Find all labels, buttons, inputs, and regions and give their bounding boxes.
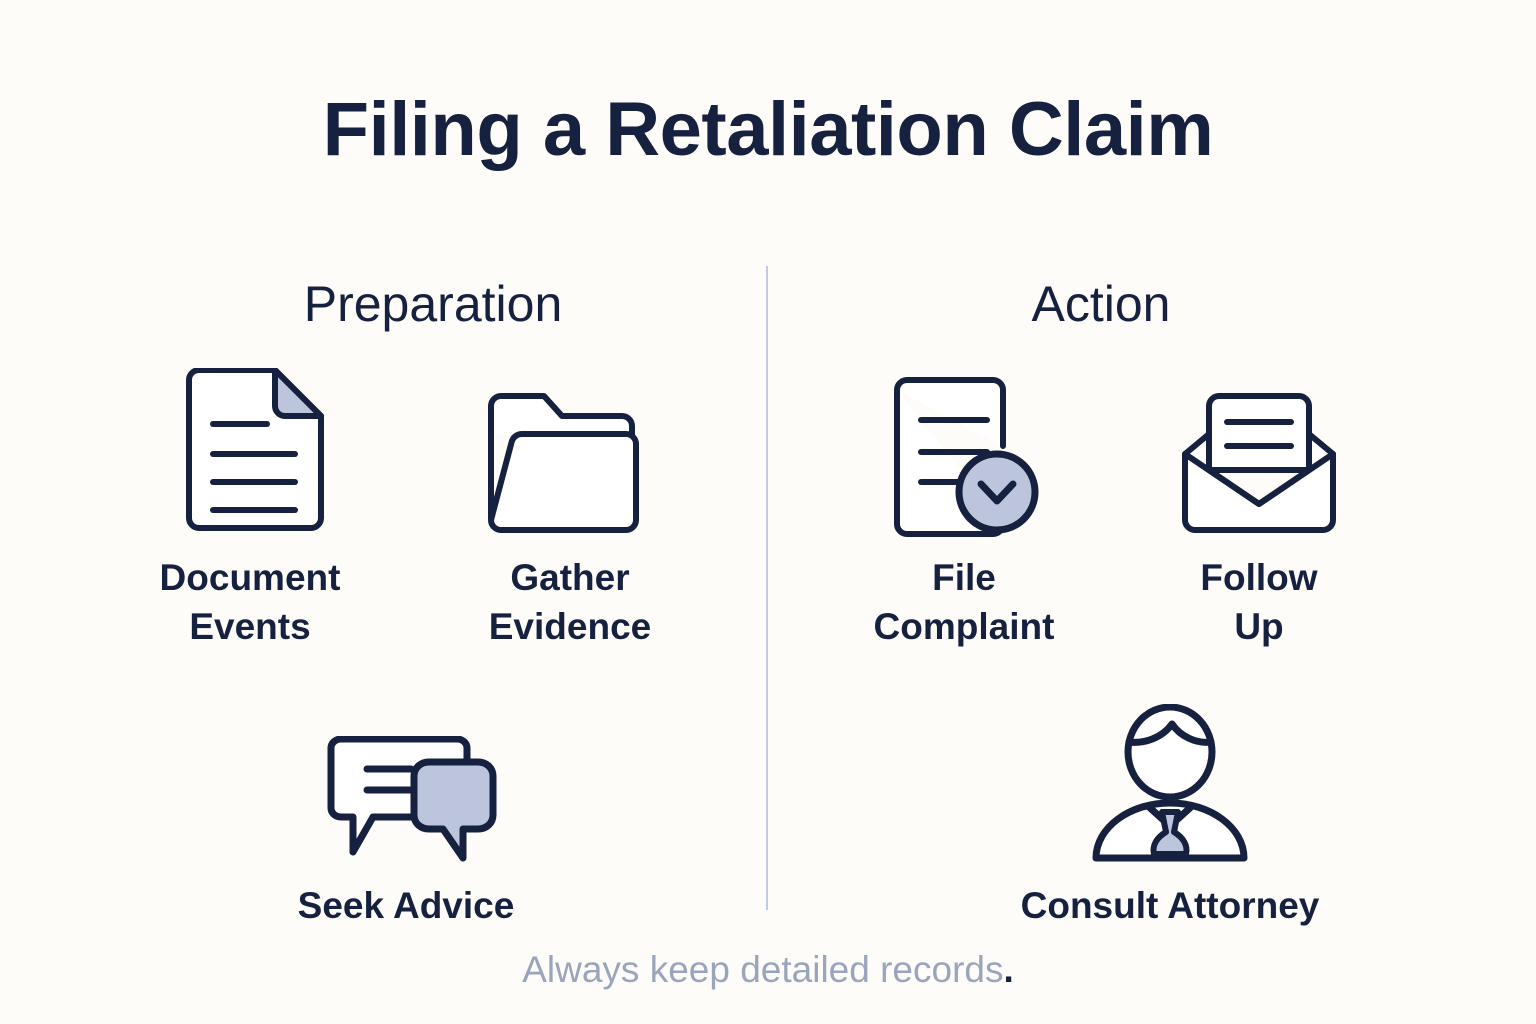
item-document-events[interactable]: Document Events — [110, 368, 390, 652]
open-envelope-icon — [1128, 368, 1390, 538]
column-header-action: Action — [1031, 276, 1171, 332]
item-label-consult-attorney: Consult Attorney — [1020, 885, 1320, 926]
footer-note: Always keep detailed records. — [0, 948, 1536, 992]
person-tie-icon — [1018, 694, 1322, 864]
item-seek-advice[interactable]: Seek Advice — [258, 694, 554, 931]
footer-note-text: Always keep detailed records — [522, 949, 1004, 990]
footer-note-period: . — [1003, 949, 1014, 990]
item-label-follow-up: Follow Up — [1200, 557, 1318, 647]
page-title: Filing a Retaliation Claim — [322, 87, 1214, 172]
open-folder-icon — [430, 368, 710, 538]
item-label-gather-evidence: Gather Evidence — [488, 557, 652, 647]
item-label-seek-advice: Seek Advice — [297, 885, 515, 926]
item-follow-up[interactable]: Follow Up — [1128, 368, 1390, 652]
item-label-document-events: Document Events — [159, 557, 341, 647]
document-submit-icon — [824, 368, 1104, 538]
column-header-preparation: Preparation — [303, 276, 563, 332]
column-divider — [766, 266, 768, 910]
document-page-icon — [110, 368, 390, 538]
item-consult-attorney[interactable]: Consult Attorney — [1018, 694, 1322, 931]
item-file-complaint[interactable]: File Complaint — [824, 368, 1104, 652]
chat-bubbles-icon — [258, 694, 554, 864]
item-gather-evidence[interactable]: Gather Evidence — [430, 368, 710, 652]
item-label-file-complaint: File Complaint — [873, 557, 1055, 647]
